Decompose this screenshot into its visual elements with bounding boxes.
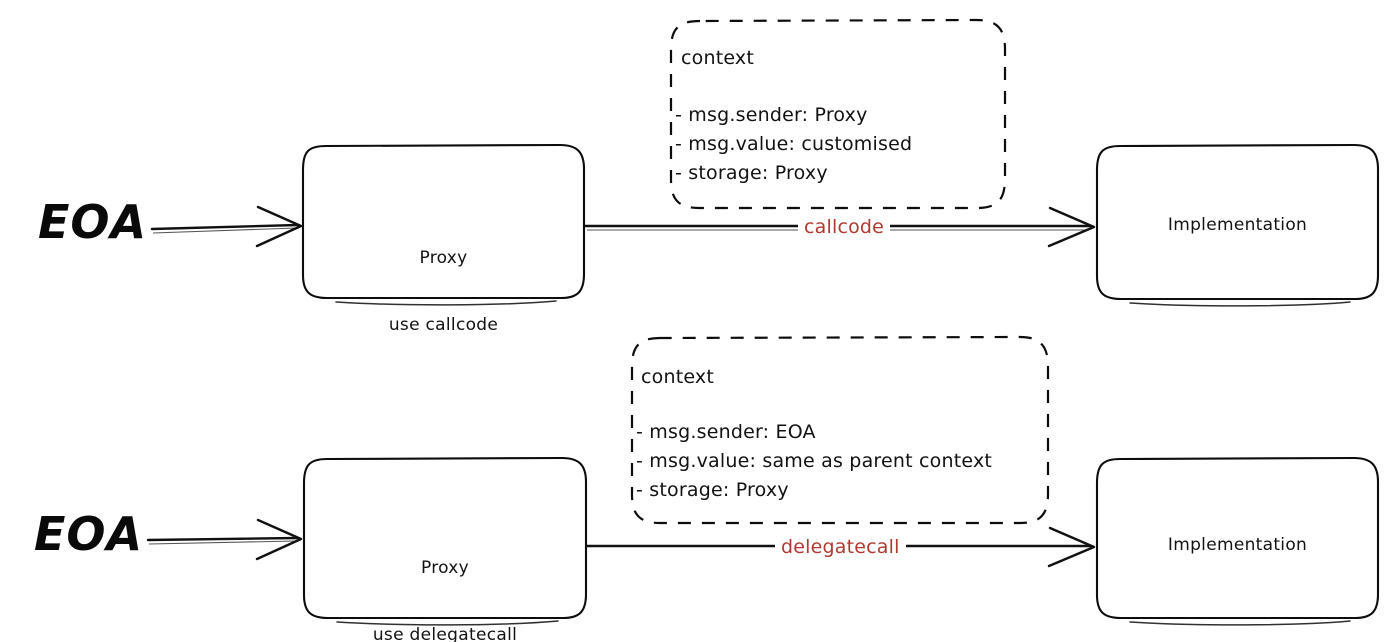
context-title-callcode: context	[681, 47, 755, 69]
implementation-box-callcode[interactable]	[1095, 143, 1380, 307]
context-item-callcode-0: - msg.sender: Proxy	[675, 104, 868, 126]
context-item-delegatecall-1: - msg.value: same as parent context	[636, 450, 993, 472]
context-box-delegatecall	[630, 335, 1050, 525]
context-item-delegatecall-2: - storage: Proxy	[636, 479, 789, 501]
implementation-label-callcode: Implementation	[1167, 215, 1308, 235]
arrow-eoa-to-proxy-callcode	[150, 205, 303, 248]
proxy-label-callcode-line2: use callcode	[388, 315, 499, 336]
actor-label-eoa-delegatecall: EOA	[34, 507, 144, 561]
actor-label-eoa-callcode: EOA	[38, 195, 148, 249]
implementation-label-delegatecall: Implementation	[1167, 535, 1308, 555]
context-item-callcode-1: - msg.value: customised	[675, 133, 913, 155]
context-item-callcode-2: - storage: Proxy	[675, 162, 828, 184]
edge-label-delegatecall: delegatecall	[775, 535, 906, 561]
proxy-label-delegatecall-line1: Proxy	[420, 557, 470, 578]
context-box-callcode	[669, 18, 1007, 210]
edge-label-callcode: callcode	[798, 215, 891, 241]
proxy-box-delegatecall[interactable]	[302, 456, 588, 626]
arrow-eoa-to-proxy-delegatecall	[146, 518, 303, 561]
proxy-label-delegatecall: Proxy use delegatecall	[304, 512, 586, 642]
proxy-label-delegatecall-line2: use delegatecall	[372, 625, 518, 642]
context-title-delegatecall: context	[641, 366, 715, 388]
proxy-label-callcode: Proxy use callcode	[303, 202, 584, 382]
proxy-box-callcode[interactable]	[301, 143, 586, 306]
implementation-box-delegatecall[interactable]	[1095, 456, 1380, 626]
context-item-delegatecall-0: - msg.sender: EOA	[636, 421, 816, 443]
proxy-label-callcode-line1: Proxy	[419, 247, 468, 268]
